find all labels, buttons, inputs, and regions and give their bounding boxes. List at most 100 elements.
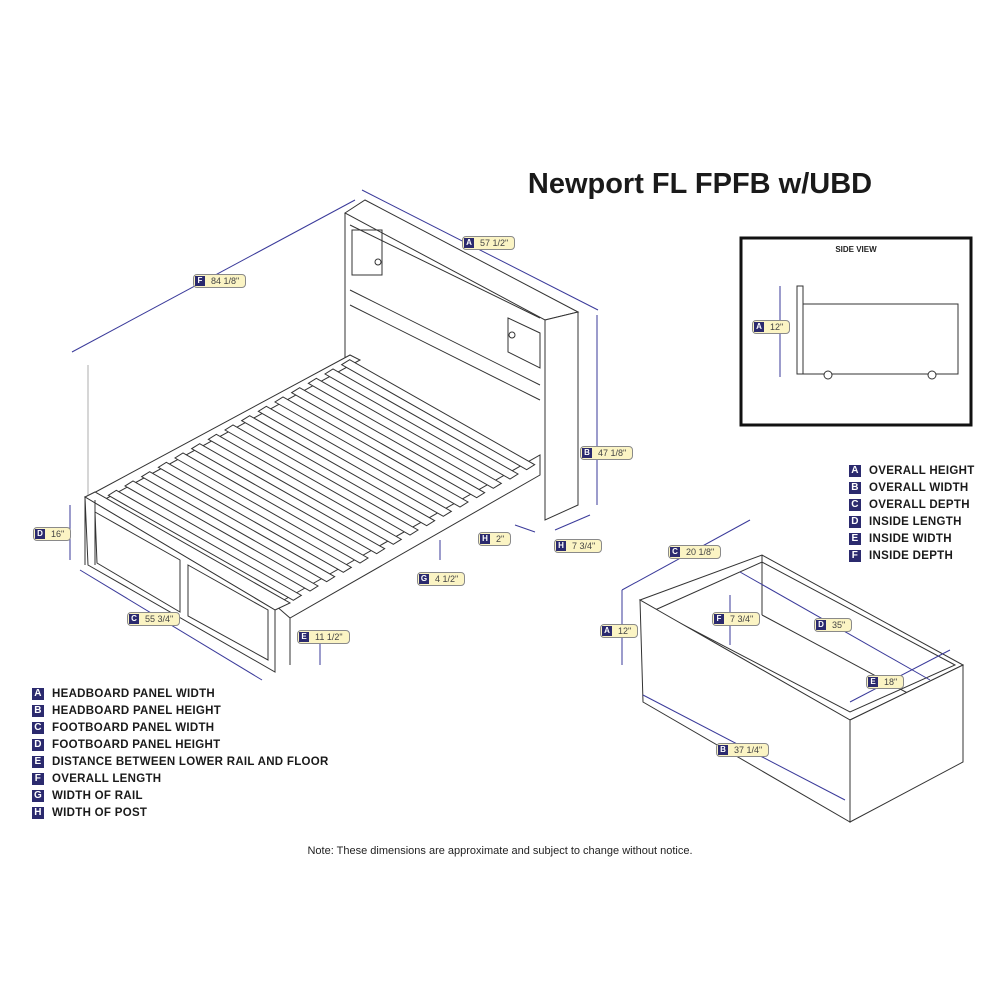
side-view-dim-a: A 12"	[752, 320, 791, 334]
side-view-frame	[739, 236, 973, 427]
legend-item: G WIDTH OF RAIL	[32, 787, 329, 804]
legend-item: B HEADBOARD PANEL HEIGHT	[32, 702, 329, 719]
legend-label: WIDTH OF POST	[52, 806, 148, 819]
dim-value: 11 1/2"	[315, 632, 343, 642]
dim-value: 84 1/8"	[211, 276, 240, 286]
bed-slat	[140, 471, 336, 583]
legend-label: FOOTBOARD PANEL HEIGHT	[52, 738, 221, 751]
dim-letter-badge: H	[556, 541, 566, 551]
legend-badge: C	[849, 498, 861, 511]
bed-slat	[257, 405, 453, 517]
legend-label: INSIDE DEPTH	[869, 549, 954, 562]
legend-badge: F	[849, 549, 861, 562]
legend-badge: H	[32, 806, 44, 819]
side-view-title: SIDE VIEW	[835, 245, 877, 254]
legend-badge: D	[32, 738, 44, 751]
bed-slat	[274, 396, 469, 508]
bed-dim-c: C 55 3/4"	[127, 612, 181, 626]
drawer-dim-d: D 35"	[814, 618, 853, 632]
dim-value: 4 1/2"	[435, 574, 459, 584]
dim-letter-badge: B	[582, 448, 592, 458]
dim-letter-badge: A	[464, 238, 474, 248]
dim-letter-badge: H	[480, 534, 490, 544]
drawer-drawing	[638, 554, 965, 823]
bed-slat	[307, 377, 503, 489]
dim-value: 12"	[770, 322, 784, 332]
dim-value: 18"	[884, 677, 898, 687]
dim-letter-badge: F	[714, 614, 724, 624]
legend-label: HEADBOARD PANEL HEIGHT	[52, 704, 222, 717]
dim-letter-badge: D	[35, 529, 45, 539]
dim-letter-badge: C	[129, 614, 139, 624]
bed-slat	[124, 480, 319, 592]
legend-item: F INSIDE DEPTH	[849, 547, 975, 564]
dim-letter-badge: G	[419, 574, 429, 584]
bed-slat	[107, 489, 303, 601]
bed-slat	[224, 424, 419, 536]
legend-label: FOOTBOARD PANEL WIDTH	[52, 721, 215, 734]
bed-slat	[190, 443, 386, 555]
dim-value: 12"	[618, 626, 632, 636]
bed-slat	[174, 452, 369, 564]
legend-badge: D	[849, 515, 861, 528]
dim-letter-badge: E	[868, 677, 878, 687]
legend-item: B OVERALL WIDTH	[849, 479, 975, 496]
legend-badge: G	[32, 789, 44, 802]
dim-value: 7 3/4"	[730, 614, 754, 624]
bed-slat	[324, 368, 519, 480]
legend-badge: E	[849, 532, 861, 545]
dim-value: 57 1/2"	[480, 238, 509, 248]
bed-dim-d: D 16"	[33, 527, 72, 541]
legend-label: OVERALL HEIGHT	[869, 464, 975, 477]
drawer-dim-e: E 18"	[866, 675, 905, 689]
bed-slat	[240, 415, 436, 527]
bed-dim-g: G 4 1/2"	[417, 572, 466, 586]
dim-value: 47 1/8"	[598, 448, 627, 458]
dim-value: 2"	[496, 534, 505, 544]
bed-dim-h-7: H 7 3/4"	[554, 539, 603, 553]
legend-label: WIDTH OF RAIL	[52, 789, 143, 802]
bed-slat	[157, 461, 353, 573]
side-view-drawing	[779, 285, 959, 380]
drawer-dim-f: F 7 3/4"	[712, 612, 761, 626]
bed-slat	[340, 359, 536, 471]
legend-badge: B	[849, 481, 861, 494]
bed-dim-a: A 57 1/2"	[462, 236, 516, 250]
dim-letter-badge: A	[602, 626, 612, 636]
bed-dim-f: F 84 1/8"	[193, 274, 247, 288]
bed-dim-b: B 47 1/8"	[580, 446, 634, 460]
bed-slats	[107, 359, 536, 601]
dim-value: 7 3/4"	[572, 541, 596, 551]
legend-badge: B	[32, 704, 44, 717]
dim-value: 16"	[51, 529, 65, 539]
bed-slat	[290, 387, 486, 499]
bed-dim-h-2: H 2"	[478, 532, 512, 546]
dim-letter-badge: A	[754, 322, 764, 332]
diagram-title: Newport FL FPFB w/UBD	[527, 168, 873, 200]
dim-letter-badge: C	[670, 547, 680, 557]
legend-label: HEADBOARD PANEL WIDTH	[52, 687, 216, 700]
dim-letter-badge: F	[195, 276, 205, 286]
legend-label: OVERALL WIDTH	[869, 481, 969, 494]
legend-item: E INSIDE WIDTH	[849, 530, 975, 547]
legend-label: INSIDE WIDTH	[869, 532, 952, 545]
bed-slat	[207, 433, 403, 545]
dim-letter-badge: D	[816, 620, 826, 630]
dim-value: 37 1/4"	[734, 745, 763, 755]
dim-value: 35"	[832, 620, 846, 630]
dim-value: 55 3/4"	[145, 614, 174, 624]
legend-item: D FOOTBOARD PANEL HEIGHT	[32, 736, 329, 753]
